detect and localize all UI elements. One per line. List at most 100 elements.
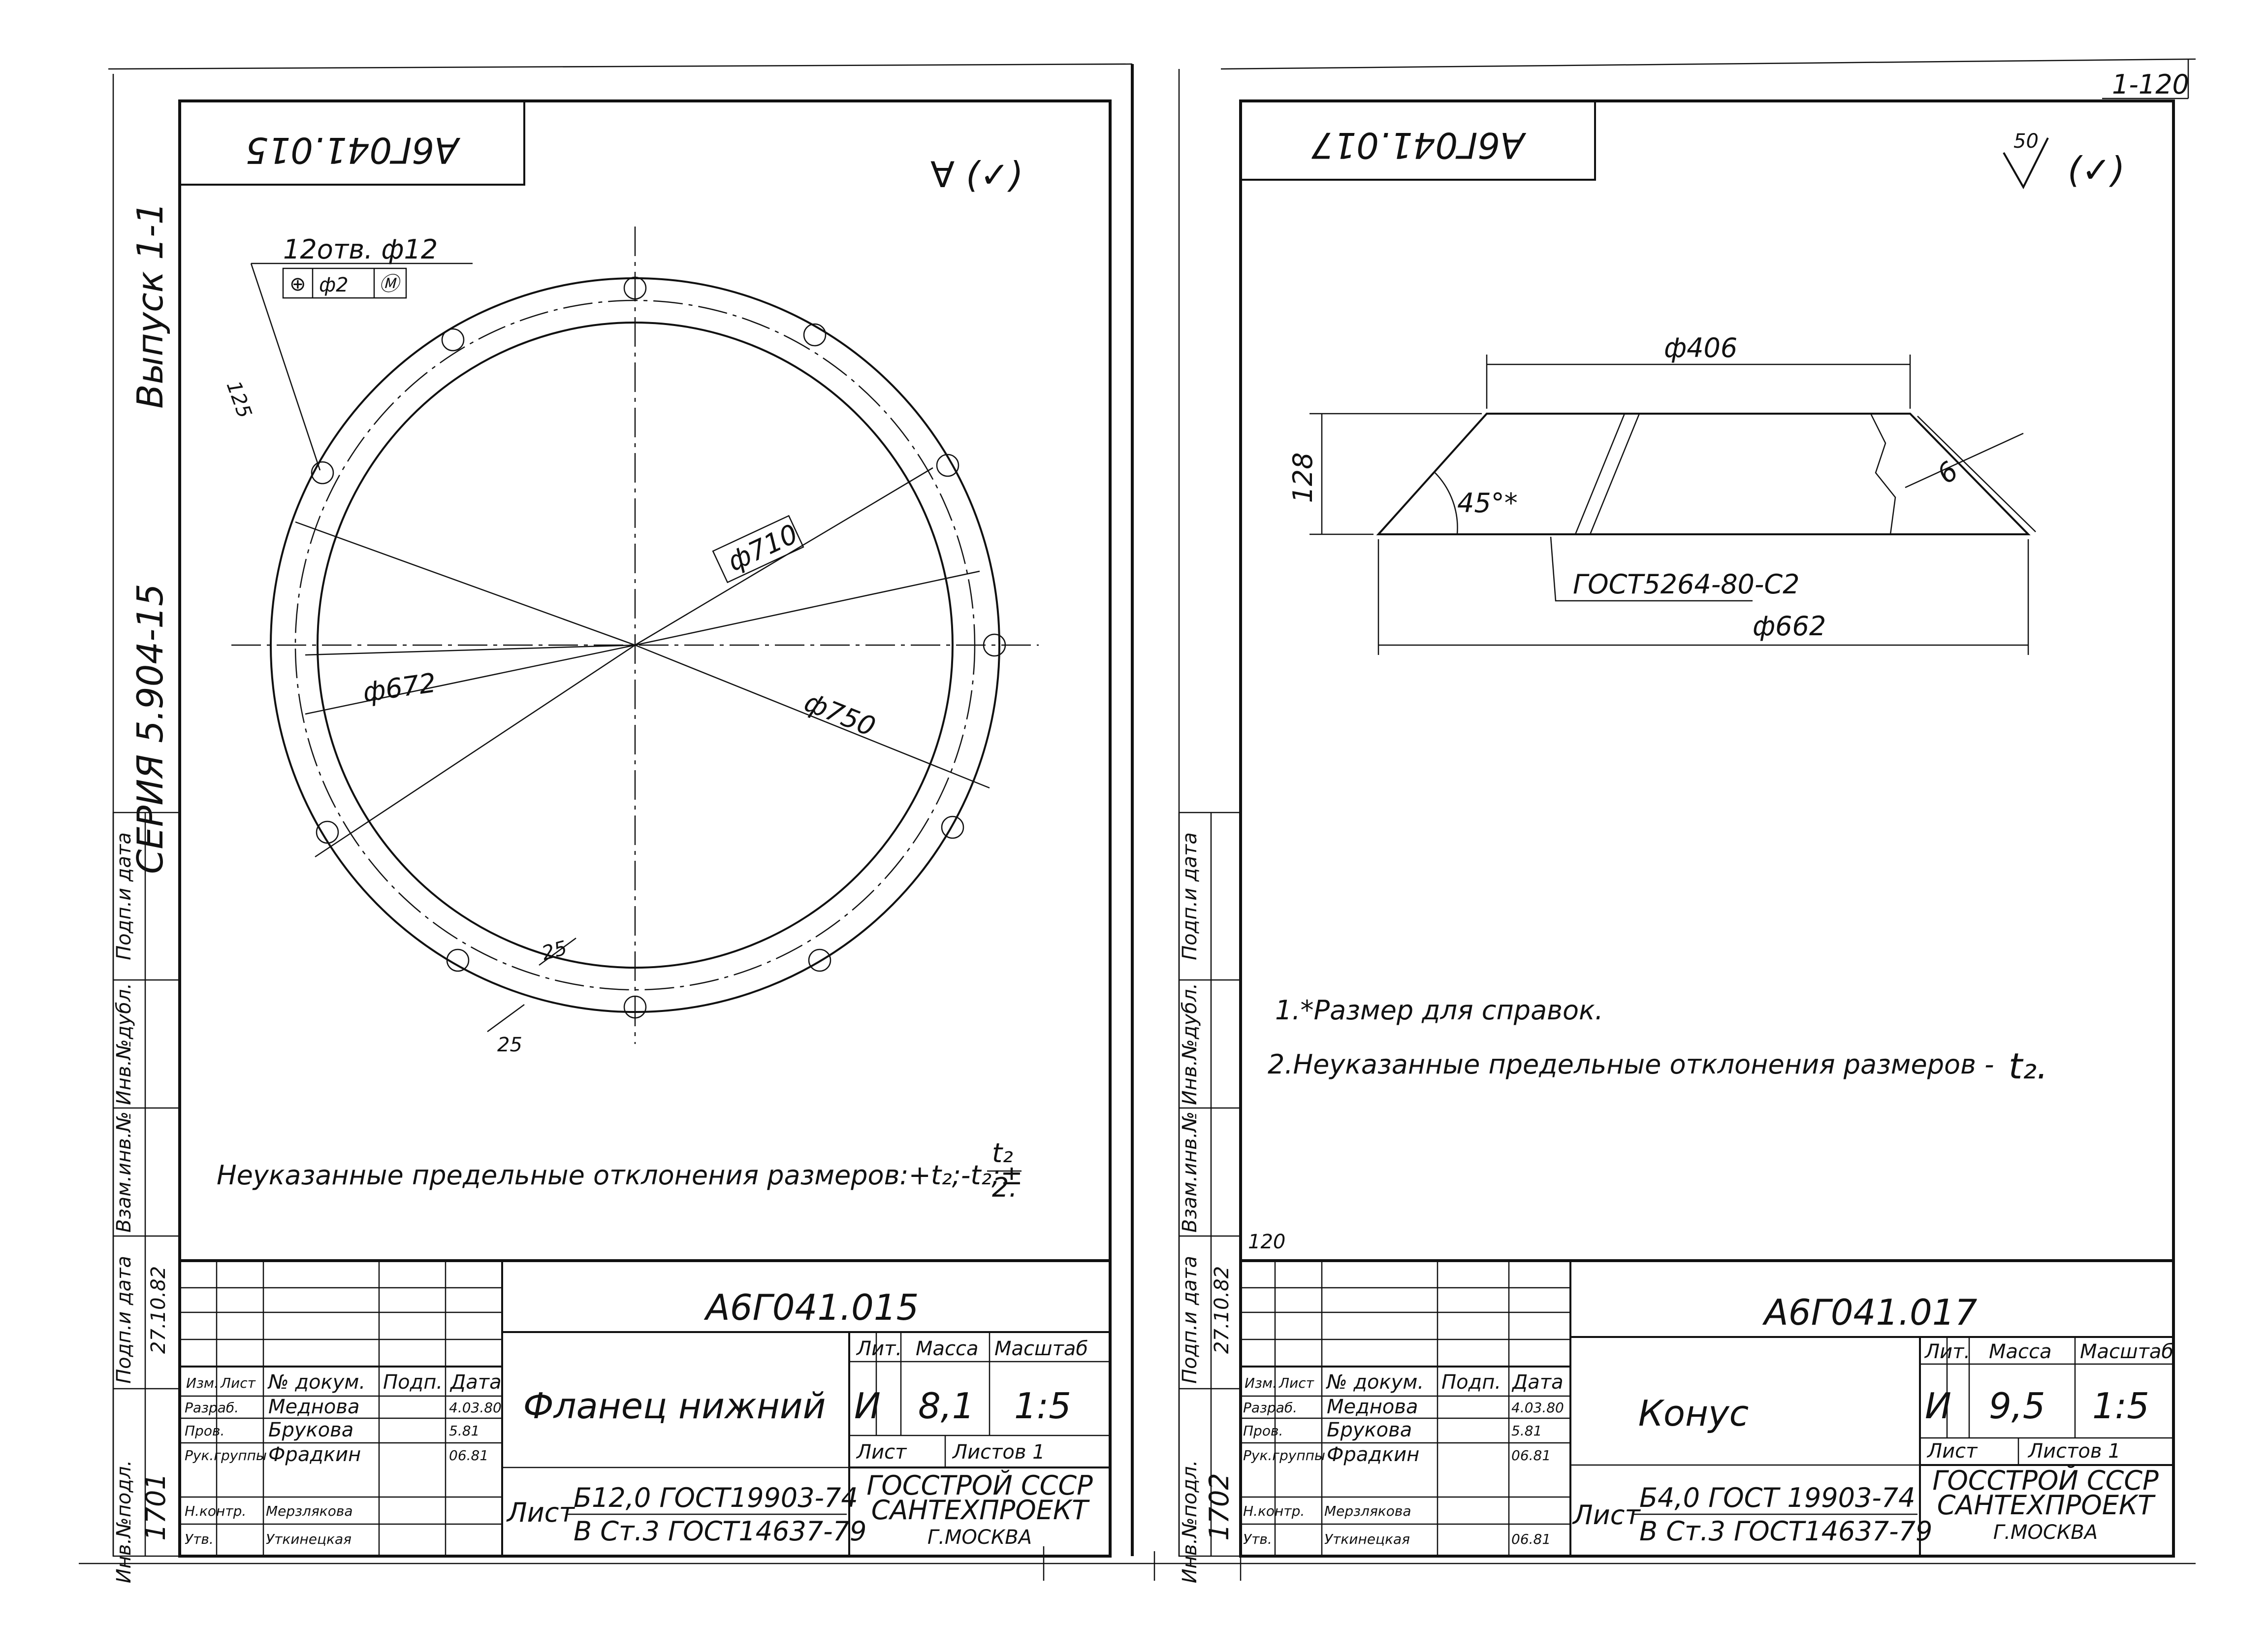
dim-d750: ф750 [800,686,880,743]
left-note-frac-den: 2. [992,1172,1018,1203]
right-note-2: 2.Неуказанные предельные отклонения разм… [1268,1049,1994,1080]
right-row-date: 06.81 [1511,1447,1551,1464]
right-org-1: ГОССТРОЙ СССР [1932,1465,2159,1496]
right-org-3: Г.МОСКВА [1993,1521,2098,1544]
angle-label: 125 [222,378,256,421]
right-inv-no: 1702 [1204,1473,1235,1540]
left-general-note: Неуказанные предельные отклонения размер… [217,1160,1023,1191]
side-col-1: Инв.№подл. [113,1460,135,1584]
bolt-hole [311,461,334,485]
left-row-role: Разраб. [185,1400,239,1416]
bolt-hole [441,328,465,352]
side-col-4: Инв.№дубл. [113,983,135,1105]
bolt-hole [983,633,1006,657]
hole-note: 12отв. ф12 [283,234,438,265]
right-row-role: Пров. [1243,1423,1283,1439]
right-hdr-sign: Подп. [1441,1371,1501,1394]
left-row-role: Рук.группы [185,1447,267,1464]
side-col-5: Подп.и дата [113,832,135,960]
side-col-5: Подп.и дата [1179,832,1201,960]
left-row-date: 5.81 [449,1423,479,1439]
right-material-1: Б4,0 ГОСТ 19903-74 [1639,1482,1916,1513]
left-material-label: Лист [506,1497,575,1528]
side-col-2: Подп.и дата [113,1256,135,1384]
right-material-label: Лист [1572,1499,1641,1531]
right-lit-label: Лит. [1924,1340,1970,1363]
left-note-frac-num: t₂ [992,1138,1013,1169]
right-sheets-label: Листов 1 [2027,1440,2121,1463]
issue-label: Выпуск 1-1 [129,202,171,408]
dim-d662: ф662 [1753,611,1826,642]
page-ref: 1-120 [2112,69,2189,100]
bolt-hole [446,948,470,972]
right-scale-label: Масштаб [2080,1340,2173,1363]
right-row-name: Меднова [1327,1396,1418,1418]
right-row-role: Н.контр. [1243,1503,1305,1519]
side-col-4: Инв.№дубл. [1179,983,1201,1105]
bolt-hole [941,815,964,839]
left-row-role: Пров. [185,1423,224,1439]
left-row-role: Н.контр. [185,1503,246,1519]
right-sheet: А6Г041.017 50 (✓) Инв.№подл. Подп.и дата… [1178,99,2175,1583]
right-row-role: Рук.группы [1243,1447,1325,1464]
dim-6: 6 [1931,456,1964,490]
left-roughness-mark: ∀ (✓) [930,154,1023,195]
dim-d672: ф672 [361,667,438,708]
right-hdr-date: Дата [1511,1371,1564,1394]
corner-mark: 120 [1248,1231,1285,1253]
side-col-2: Подп.и дата [1179,1256,1201,1384]
left-hdr-sign: Подп. [383,1371,443,1394]
tolerance-value: ф2 [319,274,349,296]
left-org-1: ГОССТРОЙ СССР [866,1470,1093,1501]
left-mirror-code: А6Г041.015 [246,130,461,171]
left-lit-label: Лит. [856,1337,902,1360]
left-lit-value: И [854,1385,881,1427]
right-sheet-label: Лист [1926,1440,1978,1463]
left-sheet: А6Г041.015 ∀ (✓) СЕРИЯ 5.904-15 Выпуск 1… [112,74,1112,1584]
left-row-name: Уткинецкая [266,1531,351,1547]
right-hdr-list: Лист [1278,1375,1314,1391]
side-col-3: Взам.инв.№ [1179,1111,1201,1233]
right-title-block: Изм. Лист № докум. Подп. Дата Разраб. Ме… [1241,1259,2173,1556]
left-hdr-izm: Изм. [186,1375,219,1391]
left-row-role: Утв. [185,1531,214,1547]
left-hdr-list: Лист [220,1375,256,1391]
right-note-1: 1.*Размер для справок. [1275,995,1603,1026]
left-inv-no: 1701 [140,1473,171,1540]
right-mass-value: 9,5 [1989,1385,2045,1427]
left-scale-label: Масштаб [994,1337,1088,1360]
cone-drawing: ф406 128 45°* 6 ГОСТ5264-80-С2 ф662 [1287,332,2036,655]
right-roughness-value: 50 [2013,130,2039,153]
left-material-2: В Ст.3 ГОСТ14637-79 [574,1516,866,1547]
right-row-role: Разраб. [1243,1400,1297,1416]
right-row-role: Утв. [1243,1531,1272,1547]
left-row-name: Меднова [268,1396,360,1418]
bolt-hole [936,454,959,477]
left-hdr-date: Дата [449,1371,502,1394]
right-row-name: Фрадкин [1327,1443,1419,1466]
left-org-2: САНТЕХПРОЕКТ [871,1495,1090,1526]
dim-angle: 45°* [1457,488,1518,519]
right-row-name: Брукова [1327,1419,1412,1441]
bolt-hole [623,276,647,300]
right-mass-label: Масса [1989,1340,2052,1363]
left-part-name: Фланец нижний [523,1385,826,1427]
left-row-name: Фрадкин [268,1443,361,1466]
tolerance-modifier: Ⓜ [379,273,402,295]
right-row-date: 4.03.80 [1511,1400,1564,1416]
left-row-name: Мерзлякова [266,1503,353,1519]
left-org-3: Г.МОСКВА [927,1526,1032,1549]
left-title-block: Изм. Лист № докум. Подп. Дата Разраб. Ме… [180,1259,1110,1556]
left-sign-date: 27.10.82 [147,1266,170,1354]
left-mass-label: Масса [916,1337,979,1360]
right-scale-value: 1:5 [2092,1385,2149,1427]
bolt-hole [623,995,647,1019]
right-part-name: Конус [1638,1393,1749,1434]
left-row-name: Брукова [268,1419,353,1441]
flange-drawing: 12отв. ф12 ⊕ ф2 Ⓜ 125 ф710 ф672 ф750 25 … [222,227,1039,1056]
right-row-name: Уткинецкая [1324,1531,1410,1547]
left-mass-value: 8,1 [918,1385,975,1427]
left-sheets-label: Листов 1 [952,1441,1045,1464]
dim-128: 128 [1287,452,1318,503]
